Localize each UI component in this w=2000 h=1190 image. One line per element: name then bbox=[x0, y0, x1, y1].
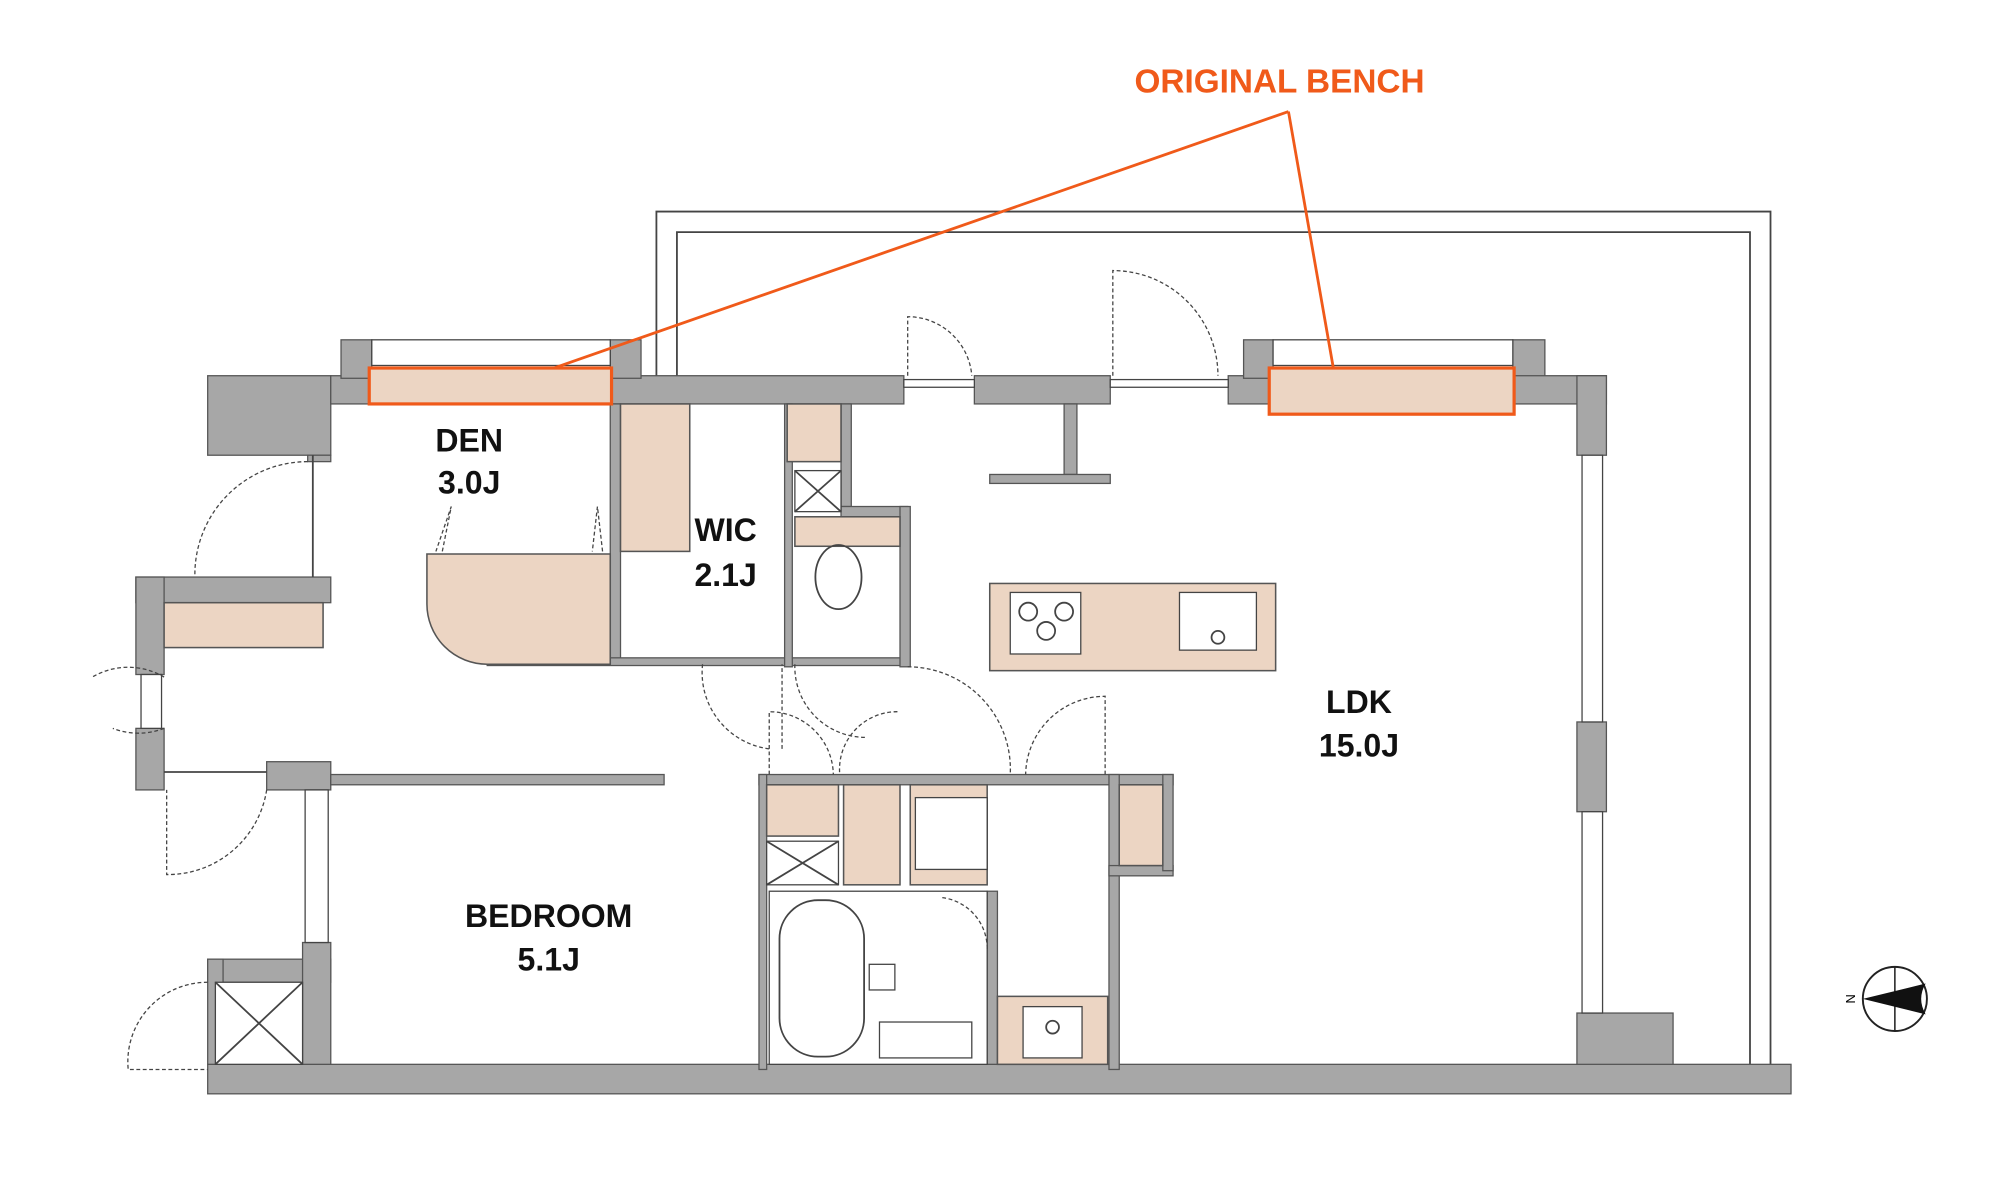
original-bench-den bbox=[367, 366, 614, 406]
room-name-den: DEN bbox=[435, 422, 503, 458]
compass-icon: N bbox=[1843, 965, 1928, 1032]
annotation-label: ORIGINAL BENCH bbox=[1134, 63, 1424, 100]
fixtures bbox=[163, 403, 1277, 1066]
room-size-bedroom: 5.1J bbox=[518, 942, 580, 978]
room-size-wic: 2.1J bbox=[694, 557, 756, 593]
room-name-wic: WIC bbox=[694, 512, 756, 548]
original-bench-ldk bbox=[1267, 366, 1516, 416]
balcony-outline bbox=[655, 210, 1772, 1069]
annotation-leader-lines bbox=[553, 110, 1335, 370]
room-size-ldk: 15.0J bbox=[1319, 728, 1399, 764]
windows bbox=[140, 339, 1604, 1014]
room-name-bedroom: BEDROOM bbox=[465, 898, 632, 934]
room-name-ldk: LDK bbox=[1326, 684, 1392, 720]
room-size-den: 3.0J bbox=[438, 465, 500, 501]
compass-north-label: N bbox=[1843, 994, 1858, 1003]
door-swings bbox=[91, 269, 1219, 1071]
